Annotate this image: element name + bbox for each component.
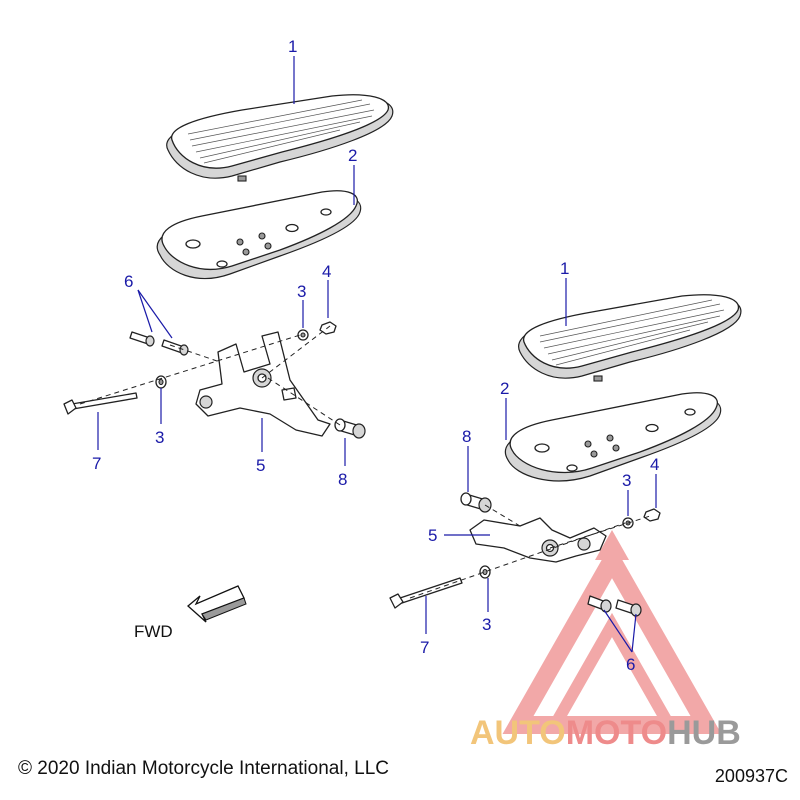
- forward-arrow-icon: [187, 585, 247, 623]
- floorboard-pad-left: [166, 94, 394, 182]
- washer-right-lower: [479, 565, 491, 579]
- watermark-text-moto: MOTO: [565, 714, 668, 752]
- watermark-text-hub: HUB: [667, 714, 741, 752]
- callout-6-right: 6: [626, 655, 635, 674]
- callout-3-right-upper: 3: [622, 471, 631, 490]
- bolt-pair-left: [129, 331, 189, 356]
- copyright-notice: © 2020 Indian Motorcycle International, …: [18, 758, 389, 779]
- bushing-right: [460, 492, 492, 513]
- callout-7-left: 7: [92, 454, 101, 473]
- assembly-lines-right: [409, 504, 651, 599]
- leader-lines: [97, 56, 657, 653]
- callout-5-right: 5: [428, 526, 437, 545]
- callout-1-left: 1: [288, 37, 297, 56]
- diagram-part-number: 200937C: [714, 766, 788, 786]
- callout-8-left: 8: [338, 470, 347, 489]
- callout-4-right: 4: [650, 455, 659, 474]
- mounting-bracket-right: [469, 517, 607, 563]
- washer-left-upper: [297, 329, 309, 341]
- callout-1-right: 1: [560, 259, 569, 278]
- callout-6-left: 6: [124, 272, 133, 291]
- bushing-left: [334, 418, 366, 439]
- watermark-text-auto: AUTO: [470, 714, 566, 752]
- mounting-bracket-left: [195, 331, 331, 437]
- watermark-logo-icon: [502, 530, 722, 734]
- nut-right-upper: [643, 508, 661, 522]
- callout-2-right: 2: [500, 379, 509, 398]
- callout-labels: 1 2 3 4 6 3 7 5 8 1 2 8 3 4 5 3 7 6: [92, 37, 659, 674]
- callout-3-right-lower: 3: [482, 615, 491, 634]
- floorboard-base-left: [156, 190, 362, 280]
- long-bolt-left: [63, 392, 138, 415]
- floorboard-base-right: [504, 392, 722, 482]
- callout-3-left-lower: 3: [155, 428, 164, 447]
- callout-5-left: 5: [256, 456, 265, 475]
- callout-2-left: 2: [348, 146, 357, 165]
- assembly-lines-left: [79, 325, 341, 426]
- callout-7-right: 7: [420, 638, 429, 657]
- washer-left-lower: [155, 375, 167, 389]
- forward-direction-label: FWD: [134, 622, 173, 641]
- callout-4-left: 4: [322, 262, 331, 281]
- bolt-pair-right: [587, 595, 642, 617]
- floorboard-pad-right: [518, 294, 742, 382]
- watermark-text: AUTOMOTOHUB: [470, 714, 741, 753]
- callout-8-right: 8: [462, 427, 471, 446]
- callout-3-left-upper: 3: [297, 282, 306, 301]
